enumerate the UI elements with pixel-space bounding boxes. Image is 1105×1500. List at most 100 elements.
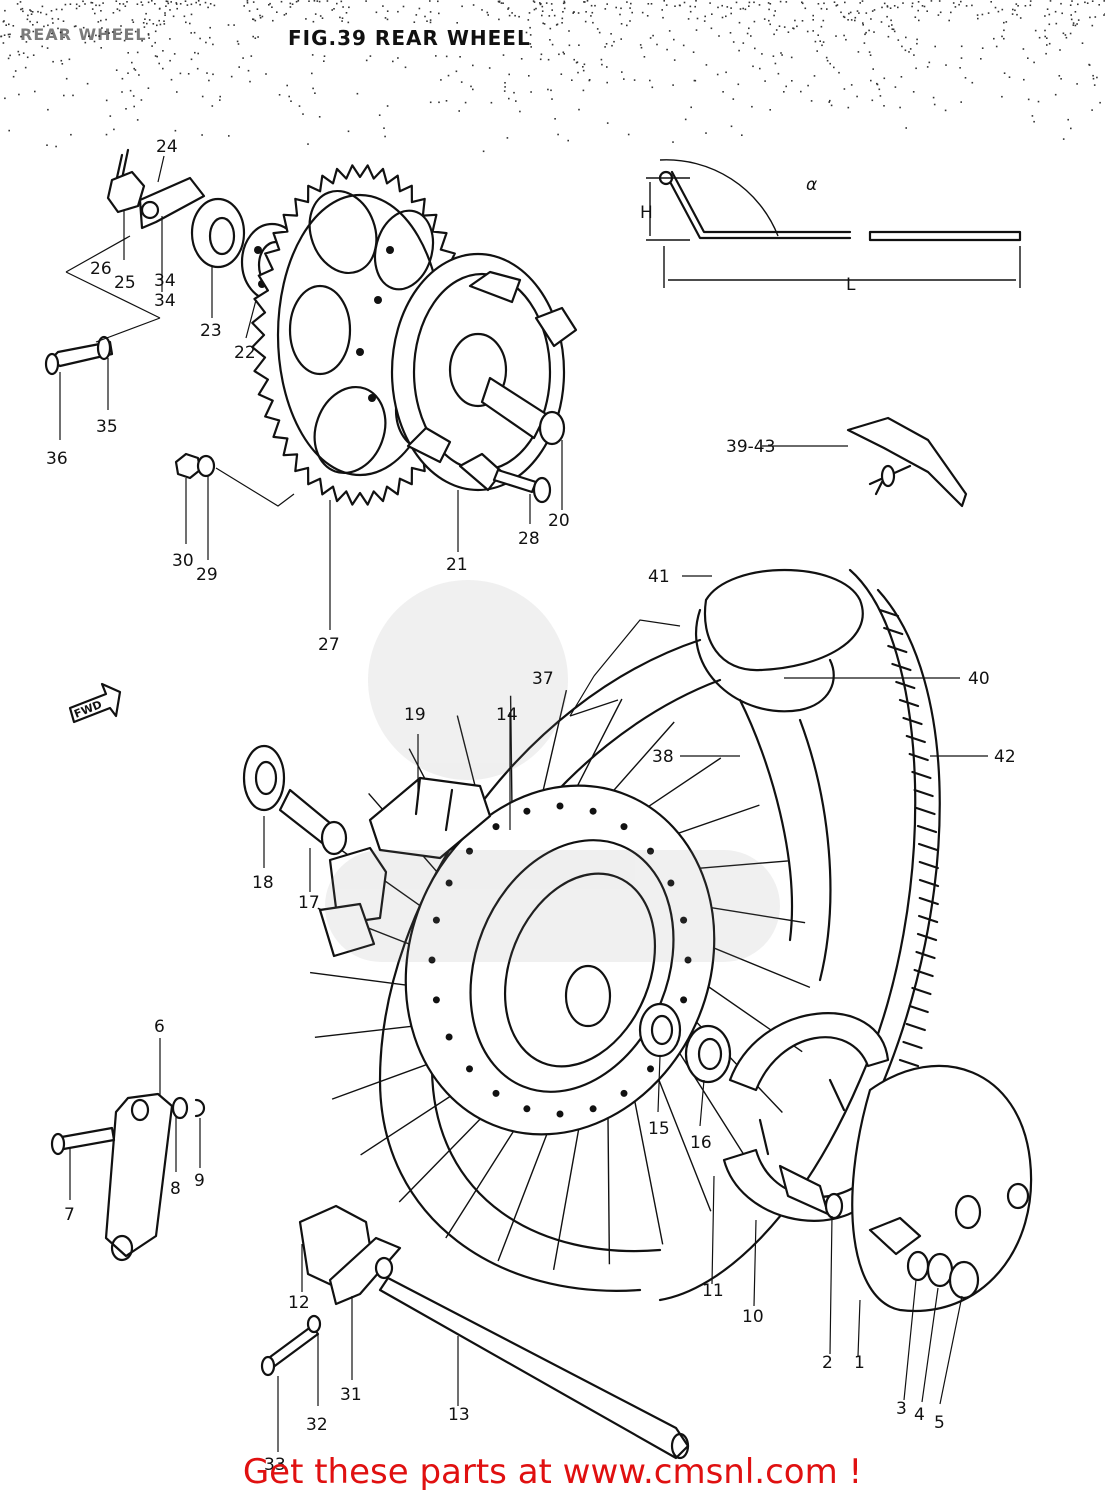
noise-speck — [620, 23, 623, 25]
noise-speck — [209, 26, 211, 29]
noise-speck — [914, 16, 917, 18]
noise-speck — [378, 114, 381, 116]
noise-speck — [519, 110, 521, 113]
noise-speck — [84, 41, 87, 44]
noise-speck — [550, 3, 553, 5]
noise-speck — [1044, 35, 1046, 38]
noise-speck — [937, 14, 940, 16]
noise-speck — [568, 30, 570, 32]
noise-speck — [429, 21, 432, 24]
noise-speck — [119, 3, 121, 5]
noise-speck — [626, 24, 628, 27]
noise-speck — [314, 13, 317, 15]
noise-speck — [4, 9, 6, 12]
noise-speck — [290, 100, 292, 102]
noise-speck — [183, 15, 186, 18]
noise-speck — [800, 90, 802, 93]
noise-speck — [997, 10, 1000, 13]
noise-speck — [507, 8, 509, 10]
noise-speck — [256, 8, 259, 10]
noise-speck — [219, 99, 221, 101]
noise-speck — [530, 91, 532, 93]
noise-speck — [207, 6, 209, 9]
noise-speck — [905, 127, 907, 129]
callout-12: 12 — [288, 1293, 310, 1313]
noise-speck — [796, 25, 798, 28]
noise-speck — [769, 3, 772, 5]
noise-speck — [833, 1, 836, 3]
noise-speck — [571, 79, 573, 81]
noise-speck — [162, 50, 164, 52]
noise-speck — [741, 134, 743, 136]
spoke-hole — [556, 1110, 564, 1118]
noise-speck — [748, 1, 751, 4]
noise-speck — [913, 54, 915, 56]
noise-speck — [252, 35, 254, 38]
noise-speck — [164, 14, 166, 16]
spoke-hole — [684, 956, 692, 964]
noise-speck — [863, 42, 866, 44]
noise-speck — [3, 34, 6, 36]
noise-speck — [582, 69, 585, 72]
noise-speck — [1031, 115, 1034, 117]
noise-speck — [120, 25, 122, 27]
callout-33: 33 — [264, 1455, 286, 1475]
noise-speck — [761, 53, 763, 55]
noise-speck — [633, 79, 636, 81]
noise-speck — [201, 134, 203, 136]
noise-speck — [893, 30, 896, 33]
noise-speck — [121, 91, 123, 93]
noise-speck — [1046, 8, 1049, 10]
noise-speck — [584, 1, 586, 3]
noise-speck — [679, 4, 681, 7]
noise-speck — [25, 41, 28, 43]
noise-speck — [620, 7, 622, 10]
noise-speck — [981, 13, 984, 16]
noise-speck — [821, 44, 823, 47]
noise-speck — [829, 62, 831, 65]
noise-speck — [63, 94, 65, 97]
noise-speck — [816, 50, 818, 52]
noise-speck — [1012, 8, 1014, 11]
noise-speck — [365, 59, 368, 62]
noise-speck — [194, 51, 196, 54]
noise-speck — [31, 11, 34, 13]
noise-speck — [627, 133, 630, 136]
noise-speck — [482, 150, 485, 153]
noise-speck — [550, 89, 552, 92]
noise-speck — [115, 69, 118, 71]
noise-speck — [1070, 127, 1072, 130]
noise-speck — [0, 35, 3, 38]
noise-speck — [14, 70, 17, 72]
noise-speck — [21, 7, 24, 10]
noise-speck — [721, 16, 724, 19]
noise-speck — [308, 0, 310, 3]
noise-speck — [541, 10, 544, 12]
noise-speck — [520, 58, 523, 60]
noise-speck — [820, 25, 823, 28]
noise-speck — [651, 86, 654, 89]
noise-speck — [586, 0, 589, 2]
noise-speck — [1001, 35, 1003, 38]
noise-speck — [764, 80, 766, 82]
noise-speck — [838, 71, 840, 74]
noise-speck — [57, 18, 60, 20]
noise-speck — [886, 6, 889, 8]
noise-speck — [438, 12, 440, 15]
noise-speck — [725, 71, 727, 74]
noise-speck — [63, 36, 65, 39]
noise-speck — [960, 45, 963, 48]
noise-speck — [861, 0, 864, 2]
noise-speck — [259, 14, 261, 17]
noise-speck — [142, 22, 145, 24]
spoke-hole — [647, 847, 654, 855]
noise-speck — [289, 6, 292, 8]
noise-speck — [1091, 0, 1094, 3]
footer-cta-link[interactable]: Get these parts at www.cmsnl.com ! — [242, 1452, 863, 1492]
noise-speck — [75, 7, 78, 10]
noise-speck — [1070, 14, 1072, 16]
noise-speck — [790, 56, 793, 59]
noise-speck — [498, 0, 501, 3]
noise-speck — [455, 70, 458, 73]
noise-speck — [208, 79, 210, 82]
